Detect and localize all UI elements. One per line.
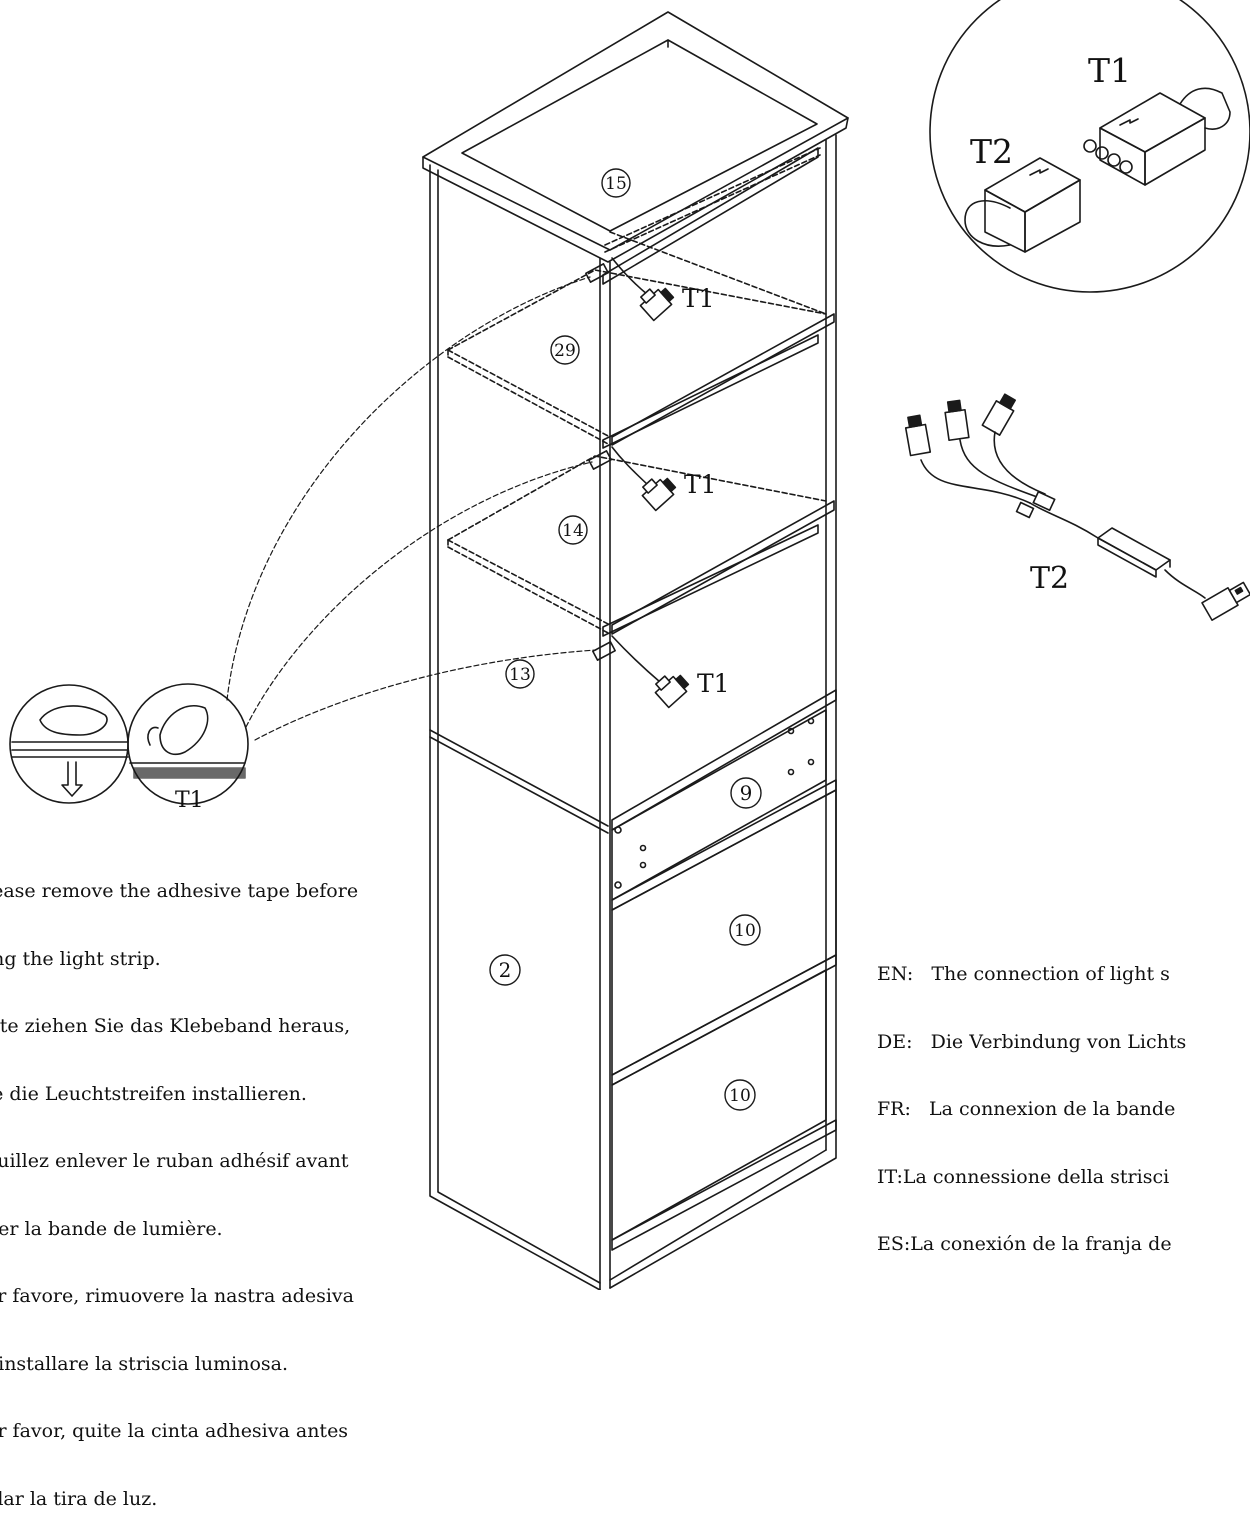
t1-plug-mid [611,446,677,512]
adhesive-tape-instructions: lease remove the adhesive tape before in… [0,835,358,1533]
t1-plug-low [611,635,690,709]
callout-2-label: 2 [499,958,512,982]
instruction-line: or favor, quite la cinta adhesiva antes [0,1420,349,1442]
connection-line: IT:La connessione della strisci [877,1165,1170,1188]
connection-line: FR: La connexion de la bande [877,1098,1176,1120]
callout-29: 29 [550,335,580,365]
callout-14: 14 [558,515,588,545]
t1-tape-label: T1 [175,788,204,813]
light-strips [585,147,819,661]
instruction-line: i installare la striscia luminosa. [0,1352,289,1375]
connection-instructions: EN: The connection of light s DE: Die Ve… [877,918,1186,1278]
instruction-line: itte ziehen Sie das Klebeband heraus, [0,1015,351,1037]
callouts: 15 29 14 13 9 10 10 2 [489,168,762,1111]
instruction-line: lease remove the adhesive tape before [0,880,359,902]
left-side-panel-2 [429,164,609,1290]
callout-10-upper-label: 10 [734,921,756,941]
callout-14-label: 14 [562,521,584,541]
t1-detail-label: T1 [1088,51,1131,90]
finger-press-detail [9,684,129,804]
cabinet [422,11,849,1290]
instruction-line: ie die Leuchtstreifen installieren. [0,1082,307,1105]
callout-15-label: 15 [605,174,627,194]
assembly-diagram: 15 29 14 13 9 10 10 2 [9,0,1250,1290]
door-10-upper [611,789,837,1086]
callout-9-label: 9 [740,781,753,805]
shelf-29 [447,269,835,446]
callout-13-label: 13 [509,665,531,685]
connection-line: DE: Die Verbindung von Lichts [877,1030,1187,1053]
callout-10-lower-label: 10 [729,1086,751,1106]
instruction-line: euillez enlever le ruban adhésif avant [0,1150,349,1172]
instruction-line: ller la bande de lumière. [0,1217,223,1240]
instruction-line: ing the light strip. [0,947,161,970]
connection-line: ES:La conexión de la franja de [877,1233,1172,1255]
t1-plug-top [611,257,675,322]
connection-line: EN: The connection of light s [877,963,1170,985]
front-edge [599,134,837,1290]
t2-detail-label: T2 [970,132,1013,171]
callout-10-lower: 10 [724,1079,756,1111]
t1-label-top: T1 [682,284,715,313]
top-panel-15 [422,11,849,263]
t1-label-low: T1 [697,669,730,698]
callout-13: 13 [505,659,535,689]
callout-9: 9 [730,777,762,809]
t2-cable-assembly [904,393,1250,621]
instruction-line: alar la tira de luz. [0,1487,158,1510]
t2-connector-detail-icon [964,157,1081,253]
t1-label-mid: T1 [684,470,717,499]
connector-detail [929,0,1250,293]
shelf-15-underside [604,147,827,315]
callout-2: 2 [489,954,521,986]
callout-15: 15 [601,168,631,198]
door-10-lower [611,969,837,1251]
t2-cable-label: T2 [1030,561,1069,596]
leader-lines [226,276,597,741]
t-labels: T1 T1 T1 T1 T2 T2 T1 [175,51,1131,813]
peel-tape-detail [127,683,249,805]
callout-29-label: 29 [554,341,576,361]
t1-connector-detail-icon [1083,87,1231,186]
instruction-line: er favore, rimuovere la nastra adesiva [0,1285,354,1307]
callout-10-upper: 10 [729,914,761,946]
drawer-9 [611,689,837,911]
